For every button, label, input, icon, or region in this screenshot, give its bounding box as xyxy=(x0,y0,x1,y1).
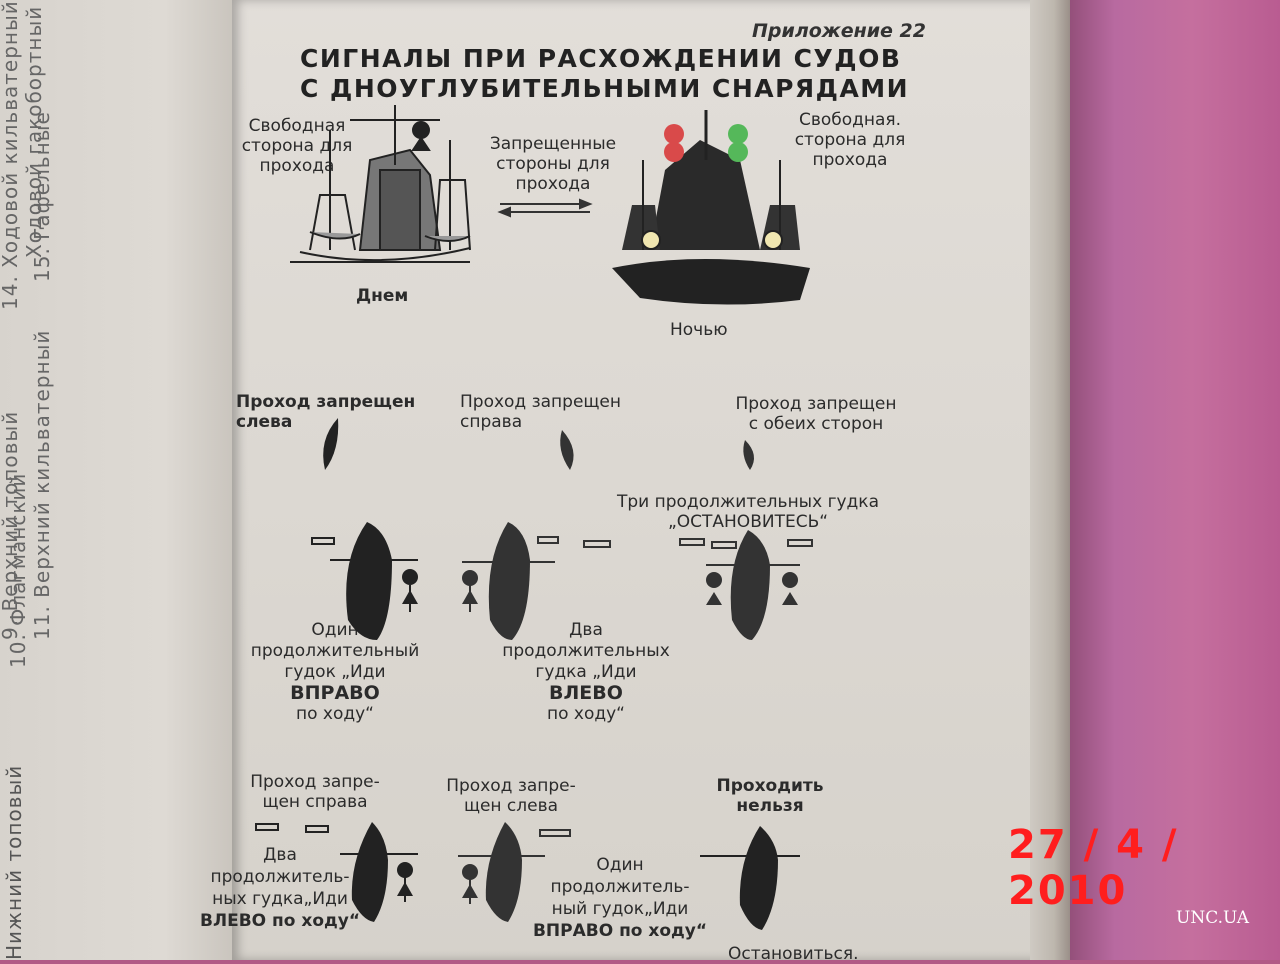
watermark: UNC.UA xyxy=(1176,908,1250,928)
row1-mid-vessel xyxy=(462,430,611,640)
photo-date-stamp: 27 / 4 / 2010 xyxy=(1008,822,1179,914)
previous-page: 14. Ходовой кильватерный Ходовой гакобор… xyxy=(0,0,235,960)
row1-right-vessel xyxy=(679,440,813,640)
night-dredger-drawing xyxy=(612,110,810,305)
day-label: Днем xyxy=(356,286,409,306)
night-label: Ночью xyxy=(670,320,728,340)
row1-left-caption: Один продолжительный гудок „Иди ВПРАВО п… xyxy=(250,620,420,724)
background-right xyxy=(1060,0,1280,960)
title-line-2: С ДНОУГЛУБИТЕЛЬНЫМИ СНАРЯДАМИ xyxy=(300,74,910,103)
row2-mid-title: Проход запре-щен слева xyxy=(446,776,576,816)
two-way-arrow xyxy=(497,198,593,218)
row2-left-vessel xyxy=(255,822,418,922)
title-line-1: СИГНАЛЫ ПРИ РАСХОЖДЕНИИ СУДОВ xyxy=(300,44,902,73)
row2-right-caption: Остановиться. xyxy=(728,944,859,964)
book-spine xyxy=(1030,0,1070,960)
row2-left-title: Проход запре-щен справа xyxy=(250,772,380,812)
appendix-label: Приложение 22 xyxy=(752,20,926,42)
row2-left-caption: Два продолжитель- ных гудка„Иди ВЛЕВО по… xyxy=(200,845,360,931)
row1-mid-caption: Два продолжительных гудка „Иди ВЛЕВО по … xyxy=(502,620,670,724)
row2-mid-vessel xyxy=(458,822,571,922)
row2-mid-caption: Один продолжитель- ный гудок„Иди ВПРАВО … xyxy=(532,855,708,941)
row1-left-vessel xyxy=(311,418,418,640)
row2-right-vessel xyxy=(700,826,800,930)
three-blasts-label: Три продолжительных гудка„ОСТАНОВИТЕСЬ“ xyxy=(617,492,879,532)
day-dredger-drawing xyxy=(290,105,471,263)
